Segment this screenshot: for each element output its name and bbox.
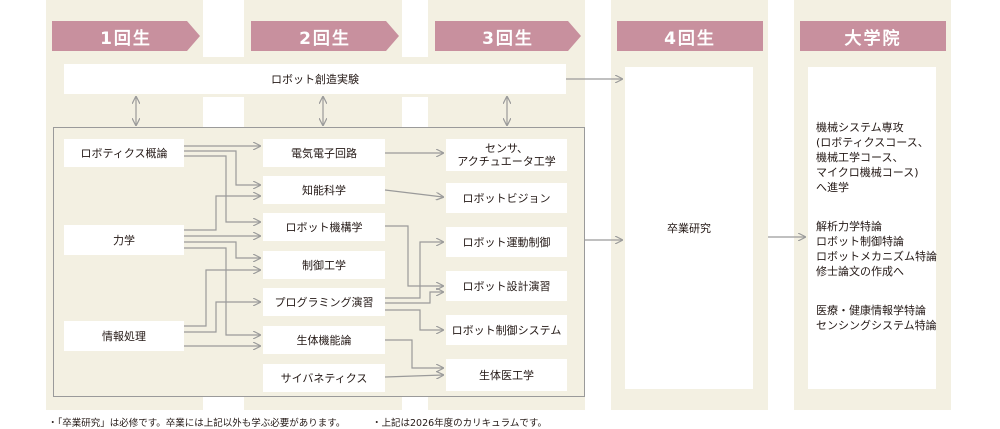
box-electric-circuits: 電気電子回路 xyxy=(263,139,385,167)
box-bio-function: 生体機能論 xyxy=(263,326,385,354)
box-info-processing: 情報処理 xyxy=(64,321,184,351)
header-year2: 2回生 xyxy=(251,21,399,51)
graduate-text-2: 解析力学特論 ロボット制御特論 ロボットメカニズム特論 修士論文の作成へ xyxy=(816,220,937,278)
box-programming: プログラミング演習 xyxy=(263,288,385,316)
box-robot-mechanics: ロボット機構学 xyxy=(263,213,385,241)
box-robotics-intro: ロボティクス概論 xyxy=(64,139,184,167)
box-robot-vision: ロボットビジョン xyxy=(446,183,567,213)
header-year3: 3回生 xyxy=(435,21,581,51)
box-design-exercise: ロボット設計演習 xyxy=(446,271,567,301)
box-control-eng: 制御工学 xyxy=(263,251,385,279)
footnote-required: ・「卒業研究」は必修です。卒業には上記以外も学ぶ必要があります。 xyxy=(48,418,346,429)
box-mechanics: 力学 xyxy=(64,225,184,255)
box-cybernetics: サイバネティクス xyxy=(263,364,385,392)
header-year1: 1回生 xyxy=(52,21,200,51)
box-robot-creation-lab: ロボット創造実験 xyxy=(64,64,566,94)
box-biomedical: 生体医工学 xyxy=(446,359,567,391)
footnote-year: ・上記は2026年度のカリキュラムです。 xyxy=(372,418,547,429)
graduate-text-3: 医療・健康情報学特論 センシングシステム特論 xyxy=(816,304,937,332)
box-control-system: ロボット制御システム xyxy=(446,315,567,345)
graduate-panel xyxy=(808,67,936,389)
header-graduate: 大学院 xyxy=(800,21,946,51)
box-sensors-actuators: センサ、 アクチュエータ工学 xyxy=(446,139,567,171)
box-intelligent-science: 知能科学 xyxy=(263,176,385,204)
graduate-text-1: 機械システム専攻 (ロボティクスコース、 機械工学コース、 マイクロ機械コース)… xyxy=(816,121,929,194)
header-year4: 4回生 xyxy=(617,21,763,51)
box-motion-control: ロボット運動制御 xyxy=(446,227,567,257)
course-frame xyxy=(53,127,585,397)
box-graduation-research: 卒業研究 xyxy=(625,67,753,389)
